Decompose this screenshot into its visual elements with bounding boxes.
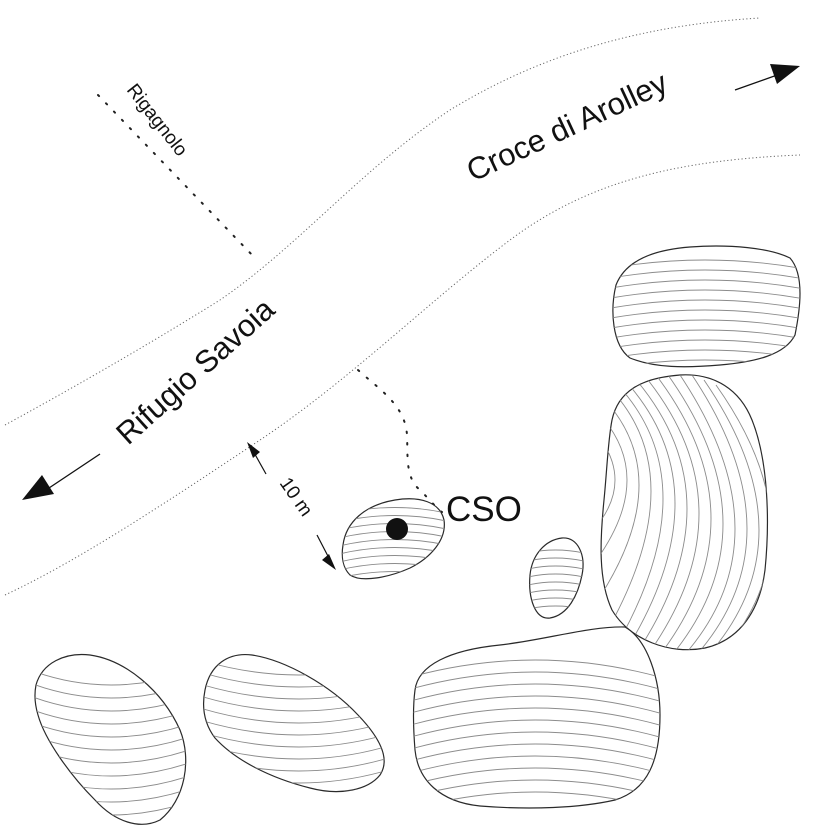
boulder (612, 245, 801, 368)
boulder (412, 626, 661, 809)
distance-10m-arrow-icon (247, 442, 336, 570)
road-edge-lower (4, 154, 801, 596)
road-edge-upper (4, 17, 761, 426)
boulder (34, 653, 187, 825)
boulder (600, 374, 769, 651)
boulder (203, 653, 385, 793)
arrow-to-croce-icon (734, 64, 800, 91)
footpath-dotted-line (357, 369, 443, 513)
stream-dotted-line (97, 94, 256, 259)
distance-label: 10 m (275, 474, 316, 521)
stream-label: Rigagnolo (122, 80, 191, 160)
arrow-to-savoia-icon (22, 453, 101, 500)
station-label: CSO (446, 490, 522, 529)
croce-di-arolley-label: Croce di Arolley (461, 65, 673, 189)
boulder (529, 537, 584, 619)
station-marker-icon (386, 518, 408, 540)
